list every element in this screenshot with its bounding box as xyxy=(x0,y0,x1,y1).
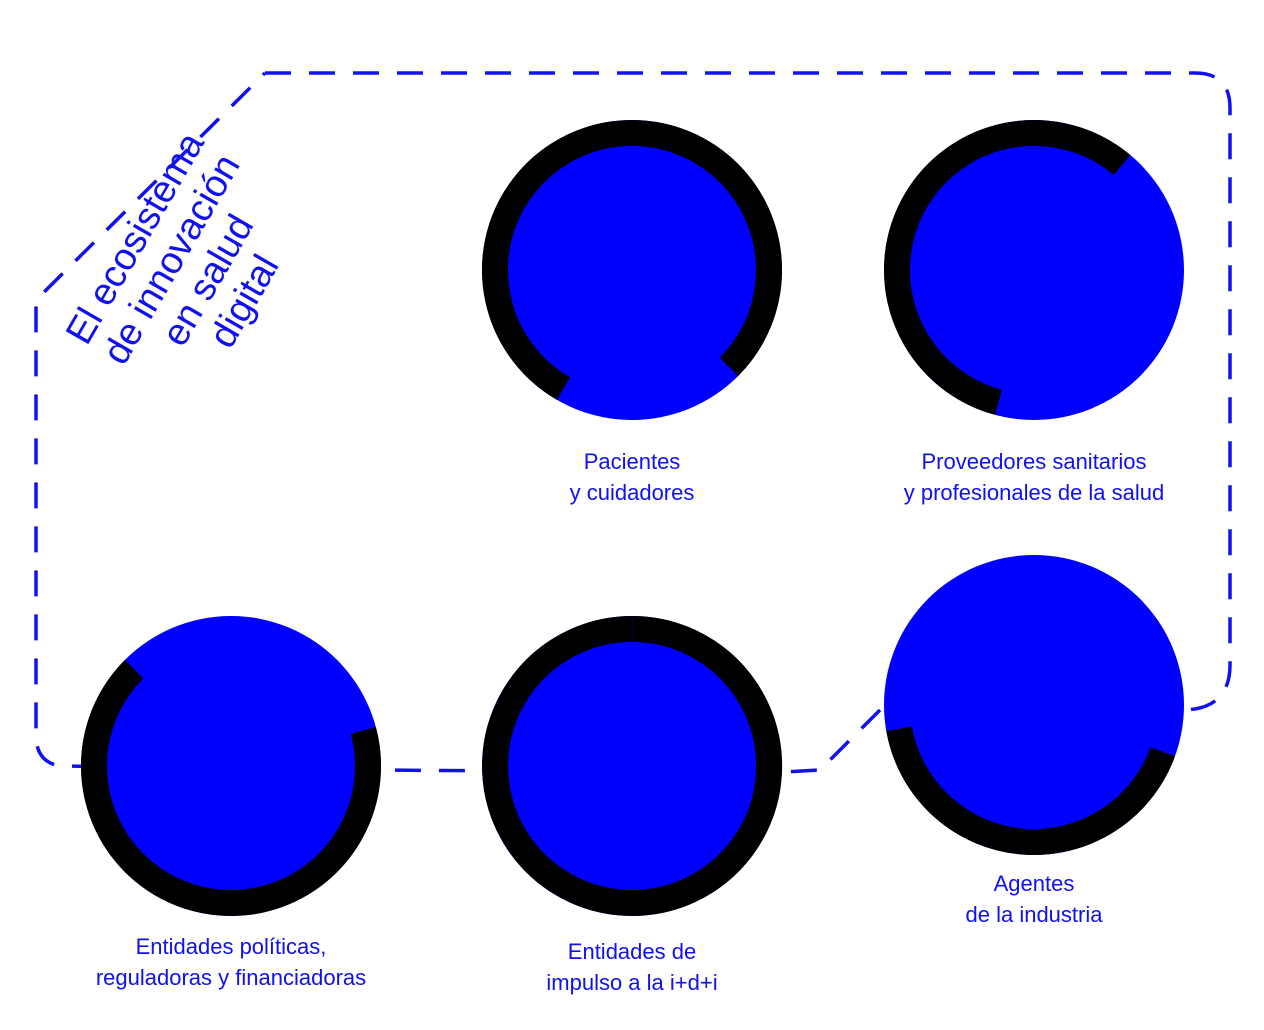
label-proveedores: Proveedores sanitarios y profesionales d… xyxy=(904,446,1165,508)
label-entidades-politicas-line-1: Entidades políticas, xyxy=(135,934,327,959)
label-agentes-line-1: Agentes xyxy=(993,871,1075,896)
label-agentes-line-2: de la industria xyxy=(965,902,1103,927)
node-entidades-politicas xyxy=(81,616,381,916)
label-pacientes: Pacientes y cuidadores xyxy=(570,446,695,508)
label-pacientes-line-1: Pacientes xyxy=(583,449,681,474)
node-agentes xyxy=(884,555,1184,855)
label-entidades-impulso-line-1: Entidades de xyxy=(567,939,697,964)
node-entidades-politicas-arc xyxy=(81,659,381,916)
node-agentes-circle xyxy=(884,555,1184,855)
node-agentes-arc xyxy=(886,726,1175,855)
label-entidades-impulso: Entidades de impulso a la i+d+i xyxy=(546,936,717,998)
node-pacientes-circle xyxy=(482,120,782,420)
node-proveedores-arc xyxy=(884,120,1131,415)
node-proveedores-circle xyxy=(884,120,1184,420)
node-pacientes xyxy=(482,120,782,420)
label-pacientes-line-2: y cuidadores xyxy=(569,480,695,505)
node-entidades-impulso-circle xyxy=(482,616,782,916)
label-proveedores-line-2: y profesionales de la salud xyxy=(903,480,1165,505)
node-pacientes-arc xyxy=(482,120,782,400)
node-proveedores xyxy=(884,120,1184,420)
label-entidades-impulso-line-2: impulso a la i+d+i xyxy=(546,970,718,995)
label-agentes: Agentes de la industria xyxy=(966,868,1103,930)
node-entidades-impulso-arc xyxy=(482,616,783,916)
node-entidades-politicas-circle xyxy=(81,616,381,916)
label-entidades-politicas: Entidades políticas, reguladoras y finan… xyxy=(96,931,366,993)
label-entidades-politicas-line-2: reguladoras y financiadoras xyxy=(95,965,367,990)
label-proveedores-line-1: Proveedores sanitarios xyxy=(921,449,1147,474)
node-entidades-impulso xyxy=(482,616,783,916)
